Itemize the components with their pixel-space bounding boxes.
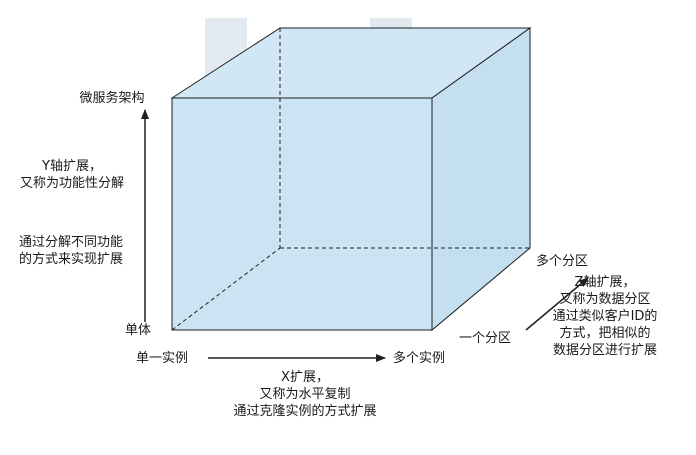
x-axis-right-label: 多个实例 xyxy=(393,351,446,366)
hidden-edge-depth xyxy=(171,247,281,331)
x-axis-left-label: 单一实例 xyxy=(136,351,189,366)
z-desc-line-2: 又称为数据分区 xyxy=(559,292,651,307)
y-method-line-1: 通过分解不同功能 xyxy=(18,235,123,250)
z-axis-far-label: 多个分区 xyxy=(536,254,589,269)
x-axis-description: X扩展， 又称为水平复制 通过克隆实例的方式扩展 xyxy=(220,369,390,420)
z-axis-arrow xyxy=(525,277,589,331)
z-desc-line-1: Z轴扩展， xyxy=(574,275,636,290)
y-axis-bottom-label: 单体 xyxy=(124,323,151,338)
y-axis-method: 通过分解不同功能 的方式来实现扩展 xyxy=(0,234,142,268)
cube xyxy=(170,27,532,332)
z-desc-line-4: 方式，把相似的 xyxy=(559,326,651,341)
z-axis-near-label: 一个分区 xyxy=(459,331,512,346)
z-desc-line-3: 通过类似客户ID的 xyxy=(552,309,658,324)
z-desc-line-5: 数据分区进行扩展 xyxy=(552,343,657,358)
y-desc-line-2: 又称为功能性分解 xyxy=(19,176,124,191)
y-method-line-2: 的方式来实现扩展 xyxy=(18,252,123,267)
x-desc-line-2: 又称为水平复制 xyxy=(259,387,351,402)
cube-front-face xyxy=(171,97,433,331)
y-desc-line-1: Y轴扩展， xyxy=(42,159,102,174)
z-axis-description: Z轴扩展， 又称为数据分区 通过类似客户ID的 方式，把相似的 数据分区进行扩展 xyxy=(530,274,680,359)
y-axis-top-label: 微服务架构 xyxy=(79,91,145,106)
x-desc-line-1: X扩展， xyxy=(281,370,329,385)
x-desc-line-3: 通过克隆实例的方式扩展 xyxy=(233,404,377,419)
y-axis-description: Y轴扩展， 又称为功能性分解 xyxy=(2,158,142,192)
